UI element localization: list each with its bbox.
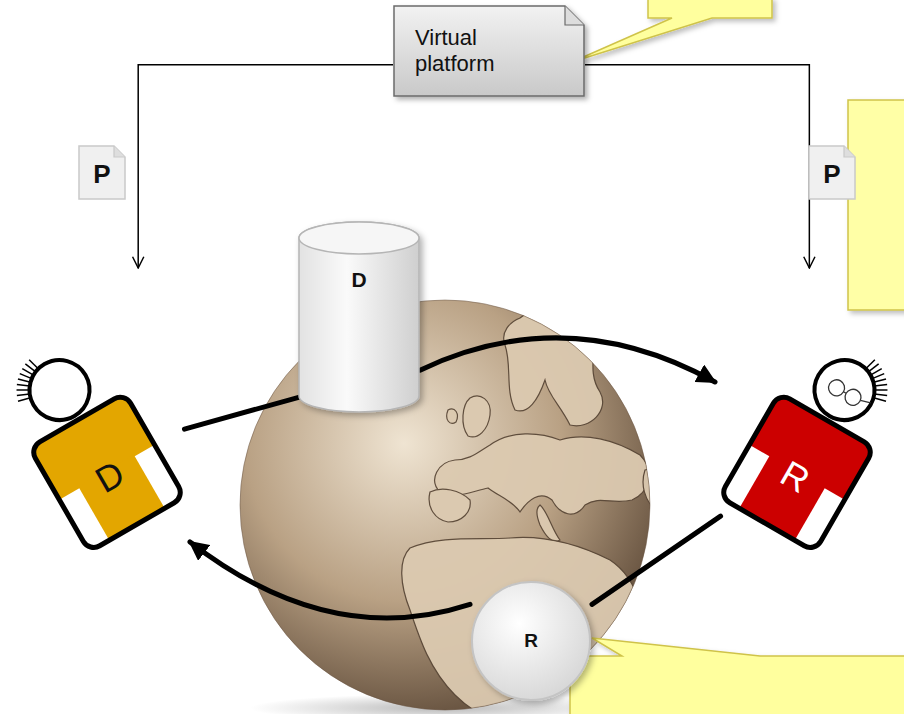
platform-box: Virtual platform — [393, 5, 585, 97]
result-circle: R — [470, 580, 592, 702]
person-shape — [5, 268, 190, 568]
flow-arrow — [420, 338, 715, 382]
node-label: R — [524, 630, 538, 652]
distribution-line — [585, 65, 809, 268]
person-shape — [715, 268, 900, 568]
document-icon: P — [78, 145, 126, 200]
note-box — [848, 100, 904, 310]
note-callout — [572, 0, 772, 62]
node-label: D — [351, 268, 366, 292]
flow-arrow — [592, 516, 721, 604]
data-cylinder: D — [298, 222, 420, 412]
cylinder-shape — [298, 222, 420, 412]
node-label: P — [823, 159, 840, 190]
note-callout — [570, 638, 904, 714]
person-figure: R — [715, 268, 900, 568]
platform-label: Virtual platform — [415, 25, 540, 78]
flow-arrow — [184, 397, 300, 429]
flow-arrow — [190, 542, 470, 618]
document-icon: P — [808, 145, 856, 200]
node-label: P — [93, 159, 110, 190]
person-figure: D — [5, 268, 190, 568]
